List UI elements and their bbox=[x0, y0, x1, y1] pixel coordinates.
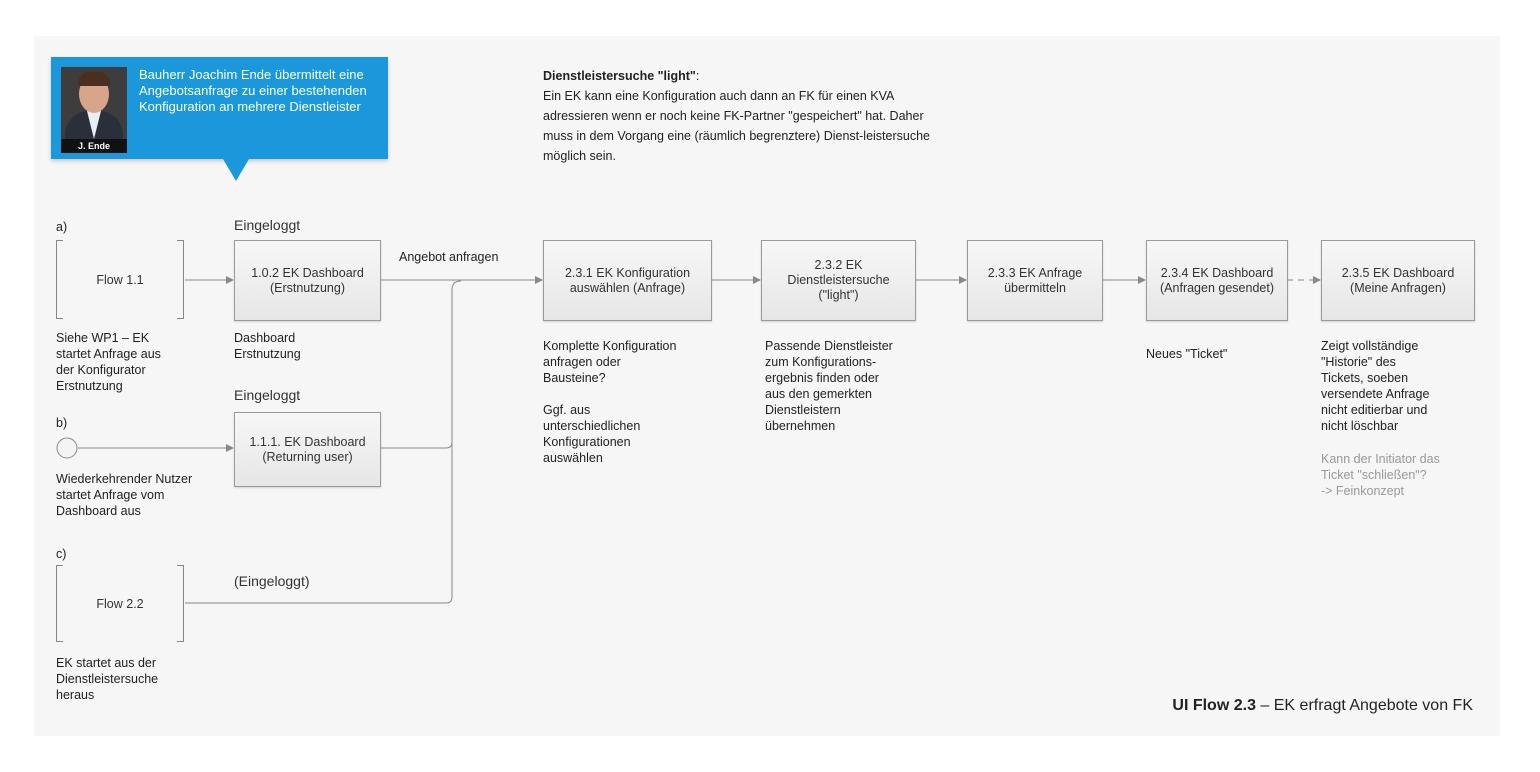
avatar: J. Ende bbox=[61, 67, 127, 153]
label-eingeloggt-3: (Eingeloggt) bbox=[234, 573, 310, 589]
flow-2-2-ref[interactable]: Flow 2.2 bbox=[56, 565, 184, 642]
persona-text: Bauherr Joachim Ende übermittelt eine An… bbox=[139, 67, 379, 115]
screen-1-0-2[interactable]: 1.0.2 EK Dashboard (Erstnutzung) bbox=[234, 240, 381, 321]
note-colon: : bbox=[696, 69, 699, 83]
desc-1-0-2: Dashboard Erstnutzung bbox=[234, 330, 301, 362]
connector-111-merge bbox=[380, 281, 461, 448]
screen-2-3-2[interactable]: 2.3.2 EK Dienstleistersuche ("light") bbox=[761, 240, 916, 321]
diagram-title-bold: UI Flow 2.3 bbox=[1172, 697, 1256, 714]
persona-callout: J. Ende Bauherr Joachim Ende übermittelt… bbox=[51, 57, 388, 159]
note-body: Ein EK kann eine Konfiguration auch dann… bbox=[543, 89, 930, 163]
diagram-title-rest: – EK erfragt Angebote von FK bbox=[1256, 697, 1473, 714]
label-eingeloggt-2: Eingeloggt bbox=[234, 387, 300, 403]
screen-1-1-1[interactable]: 1.1.1. EK Dashboard (Returning user) bbox=[234, 412, 381, 487]
entry-b-desc: Wiederkehrender Nutzer startet Anfrage v… bbox=[56, 471, 192, 519]
label-angebot-anfragen: Angebot anfragen bbox=[399, 249, 498, 265]
label-eingeloggt-1: Eingeloggt bbox=[234, 217, 300, 233]
flow-1-1-ref[interactable]: Flow 1.1 bbox=[56, 240, 184, 319]
entry-c-letter: c) bbox=[56, 546, 66, 562]
desc-2-3-5: Zeigt vollständige "Historie" des Ticket… bbox=[1321, 338, 1429, 434]
desc-2-3-1: Komplette Konfiguration anfragen oder Ba… bbox=[543, 338, 676, 466]
screen-2-3-4[interactable]: 2.3.4 EK Dashboard (Anfragen gesendet) bbox=[1146, 240, 1288, 321]
desc-2-3-4: Neues "Ticket" bbox=[1146, 346, 1227, 362]
screen-2-3-5[interactable]: 2.3.5 EK Dashboard (Meine Anfragen) bbox=[1321, 240, 1475, 321]
entry-a-letter: a) bbox=[56, 219, 67, 235]
entry-b-letter: b) bbox=[56, 415, 67, 431]
note-title: Dienstleistersuche "light" bbox=[543, 69, 696, 83]
screen-2-3-1[interactable]: 2.3.1 EK Konfiguration auswählen (Anfrag… bbox=[543, 240, 712, 321]
start-node-b bbox=[57, 438, 77, 458]
screen-2-3-3[interactable]: 2.3.3 EK Anfrage übermitteln bbox=[967, 240, 1103, 321]
avatar-name: J. Ende bbox=[61, 139, 127, 153]
desc-2-3-2: Passende Dienstleister zum Konfiguration… bbox=[765, 338, 893, 434]
diagram-title: UI Flow 2.3 – EK erfragt Angebote von FK bbox=[1172, 697, 1473, 715]
flow-1-1-label: Flow 1.1 bbox=[96, 273, 143, 287]
desc-2-3-5-open-question: Kann der Initiator das Ticket "schließen… bbox=[1321, 451, 1440, 499]
note-dienstleistersuche: Dienstleistersuche "light": Ein EK kann … bbox=[543, 66, 943, 166]
flow-2-2-label: Flow 2.2 bbox=[96, 597, 143, 611]
persona-tail bbox=[223, 159, 249, 181]
entry-c-desc: EK startet aus der Dienstleistersuche he… bbox=[56, 655, 158, 703]
entry-a-desc: Siehe WP1 – EK startet Anfrage aus der K… bbox=[56, 330, 161, 394]
